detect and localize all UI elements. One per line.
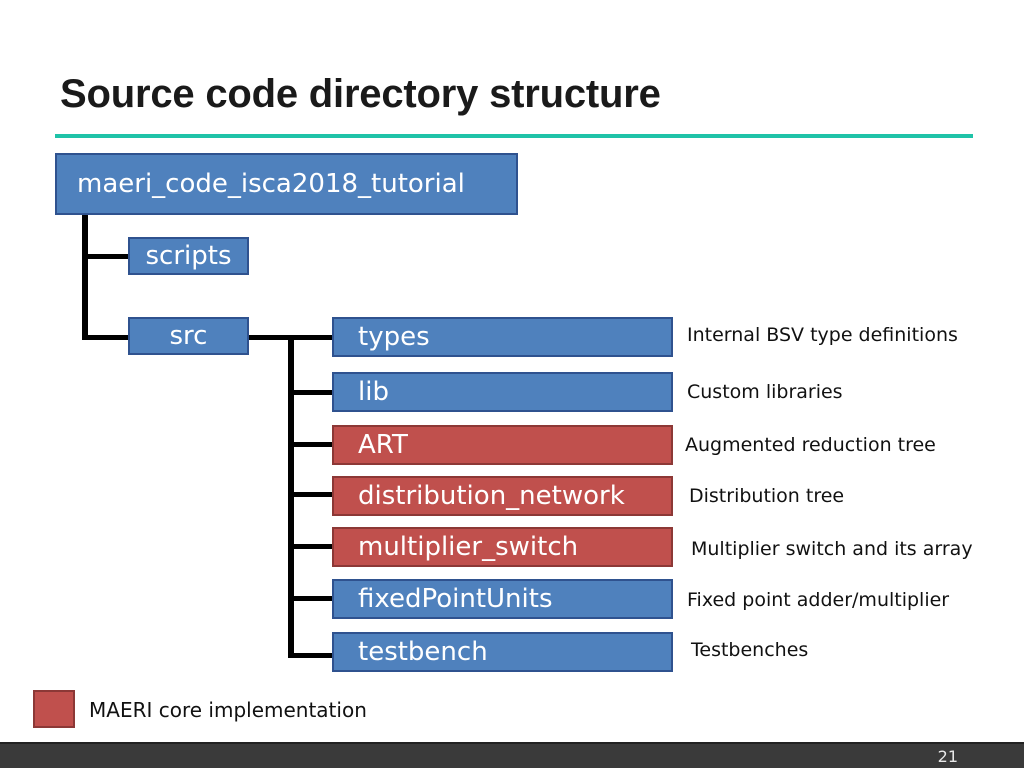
multiplier-switch-description: Multiplier switch and its array	[691, 538, 973, 560]
legend-swatch-core	[33, 690, 75, 728]
slide-footer-bar: 21	[0, 742, 1024, 768]
art-description: Augmented reduction tree	[685, 434, 936, 456]
src-branch-line	[82, 335, 129, 340]
root-trunk-line	[82, 214, 88, 340]
page-number: 21	[937, 747, 958, 766]
folder-scripts: scripts	[128, 237, 249, 275]
slide-title: Source code directory structure	[60, 72, 661, 116]
folder-multiplier-switch: multiplier_switch	[332, 527, 673, 567]
title-underline	[55, 134, 973, 138]
legend-label-core: MAERI core implementation	[89, 698, 367, 722]
distribution-network-branch-line	[288, 492, 333, 497]
types-branch-line	[288, 335, 333, 340]
folder-root: maeri_code_isca2018_tutorial	[55, 153, 518, 215]
fixedpointunits-branch-line	[288, 596, 333, 601]
folder-fixedpointunits: fixedPointUnits	[332, 579, 673, 619]
multiplier-switch-branch-line	[288, 544, 333, 549]
folder-src: src	[128, 317, 249, 355]
types-description: Internal BSV type definitions	[687, 324, 958, 346]
folder-distribution-network: distribution_network	[332, 476, 673, 516]
scripts-branch-line	[82, 254, 129, 259]
distribution-network-description: Distribution tree	[689, 485, 845, 507]
folder-testbench: testbench	[332, 632, 673, 672]
testbench-branch-line	[288, 653, 333, 658]
fixedpointunits-description: Fixed point adder/multiplier	[687, 589, 950, 611]
src-connector-line	[248, 335, 293, 340]
folder-art: ART	[332, 425, 673, 465]
lib-branch-line	[288, 390, 333, 395]
folder-lib: lib	[332, 372, 673, 412]
art-branch-line	[288, 442, 333, 447]
lib-description: Custom libraries	[687, 381, 843, 403]
testbench-description: Testbenches	[691, 639, 809, 661]
folder-types: types	[332, 317, 673, 357]
